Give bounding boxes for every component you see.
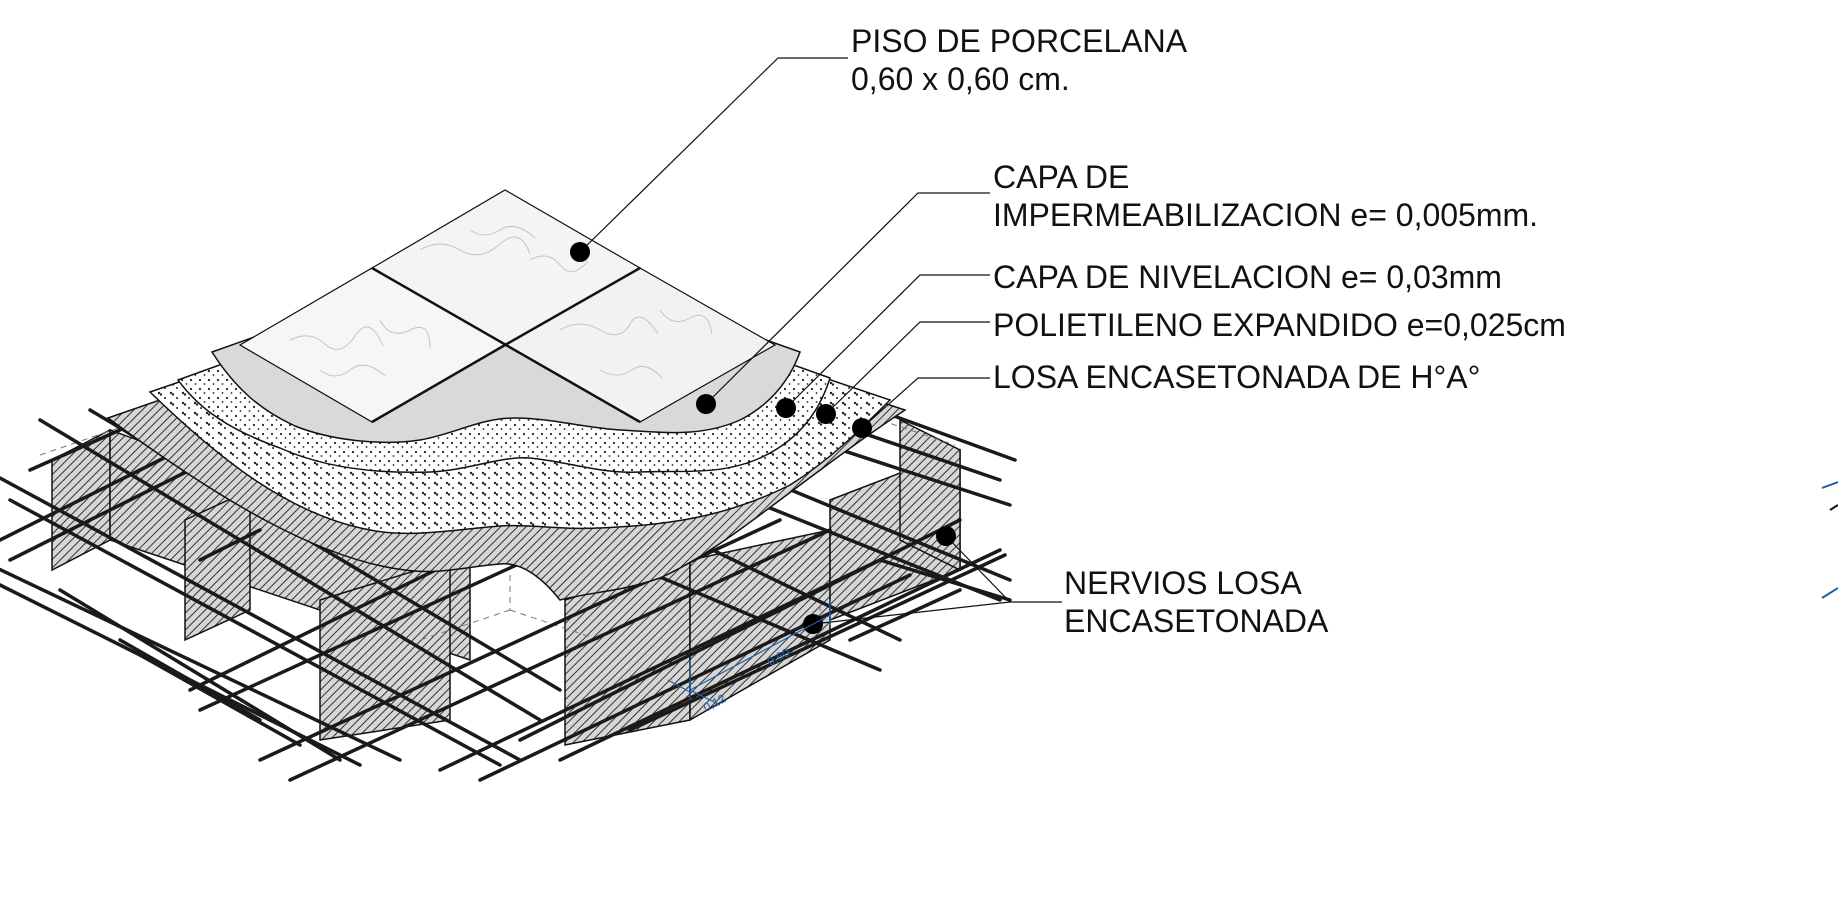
marker-poliestireno <box>816 404 836 424</box>
marker-impermeabilizacion <box>696 394 716 414</box>
label-impermeabilizacion-line2: IMPERMEABILIZACION e= 0,005mm. <box>993 197 1538 233</box>
label-poliestireno: POLIETILENO EXPANDIDO e=0,025cm <box>993 307 1566 343</box>
marker-piso <box>570 242 590 262</box>
label-piso-line2: 0,60 x 0,60 cm. <box>851 61 1070 97</box>
label-impermeabilizacion-line1: CAPA DE <box>993 159 1129 195</box>
marker-nervio-1 <box>936 526 956 546</box>
label-losa: LOSA ENCASETONADA DE H°A° <box>993 359 1480 395</box>
porcelain-tiles <box>238 189 777 424</box>
label-nervios-line2: ENCASETONADA <box>1064 603 1329 639</box>
rebar-grid <box>0 398 1017 782</box>
label-nervios-line1: NERVIOS LOSA <box>1064 565 1302 601</box>
dimension-lines <box>667 600 831 706</box>
label-piso-line1: PISO DE PORCELANA <box>851 23 1188 59</box>
label-nivelacion: CAPA DE NIVELACION e= 0,03mm <box>993 259 1502 295</box>
adjacent-drawing-fragment <box>1821 481 1838 599</box>
leader-lines <box>579 57 1062 625</box>
slab-ribs <box>39 294 961 746</box>
marker-losa <box>852 418 872 438</box>
leader-markers <box>570 242 956 634</box>
marker-nivelacion <box>776 398 796 418</box>
